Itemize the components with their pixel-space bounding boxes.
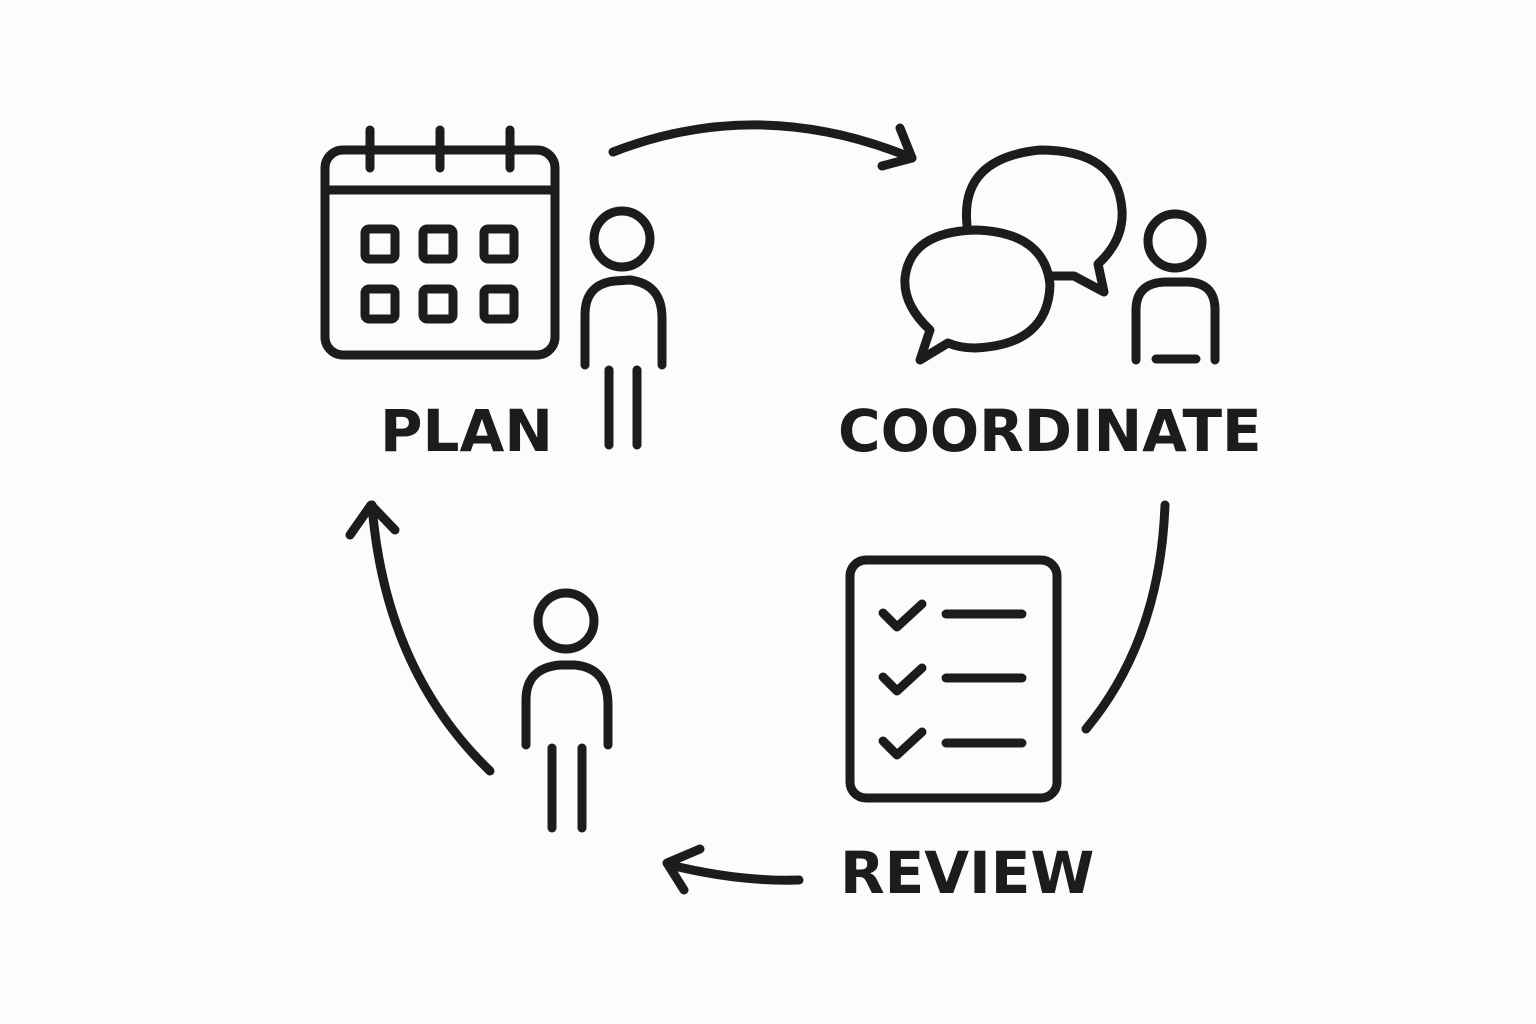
arrow-act-to-plan <box>345 500 495 776</box>
step-label-plan: PLAN <box>380 397 553 465</box>
speech-bubbles-icon <box>900 145 1127 365</box>
arrow-plan-to-coordinate <box>608 120 917 171</box>
person-icon <box>521 588 613 833</box>
checklist-icon <box>845 555 1062 803</box>
calendar-icon <box>320 125 560 360</box>
arrow-review-to-act <box>662 844 804 895</box>
step-label-coordinate: COORDINATE <box>838 397 1262 465</box>
person-icon <box>1131 209 1220 365</box>
step-label-review: REVIEW <box>840 839 1095 907</box>
arrow-coordinate-to-review <box>1081 500 1170 734</box>
person-icon <box>580 206 667 450</box>
